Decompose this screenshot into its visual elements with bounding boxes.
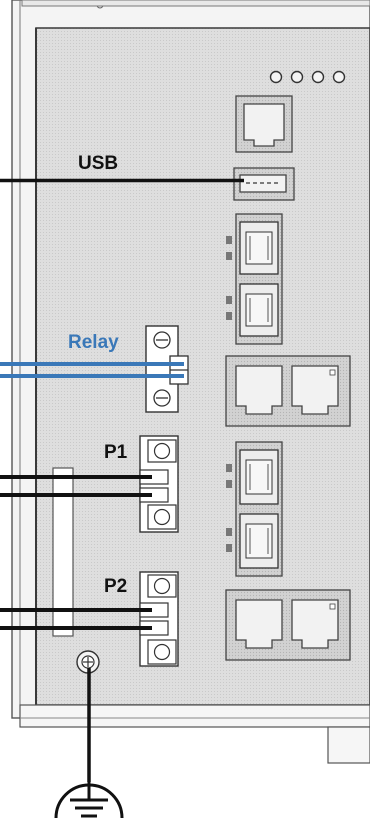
usb-label: USB — [78, 153, 118, 174]
ground-symbol-icon — [54, 782, 124, 819]
p1-label: P1 — [104, 442, 128, 463]
status-led-icon — [269, 70, 283, 84]
relay-wires — [0, 362, 184, 378]
p1-terminal-block — [139, 435, 179, 533]
p1-power-wires — [0, 475, 152, 497]
status-leds — [269, 70, 346, 84]
sfp-port-icon — [226, 213, 283, 345]
status-led-icon — [290, 70, 304, 84]
p2-power-wires — [0, 608, 152, 630]
status-led-icon — [311, 70, 325, 84]
ground-screw — [76, 650, 100, 674]
status-led-icon — [332, 70, 346, 84]
relay-label: Relay — [68, 332, 119, 353]
rj45-port-icon — [225, 355, 351, 427]
usb-port-icon — [233, 167, 295, 201]
rj45-port-icon — [225, 589, 351, 661]
din-rail-clip — [52, 467, 74, 637]
rj45-port-icon — [235, 95, 293, 153]
sfp-port-icon — [226, 441, 283, 577]
p2-label: P2 — [104, 576, 127, 597]
p2-terminal-block — [139, 571, 179, 667]
